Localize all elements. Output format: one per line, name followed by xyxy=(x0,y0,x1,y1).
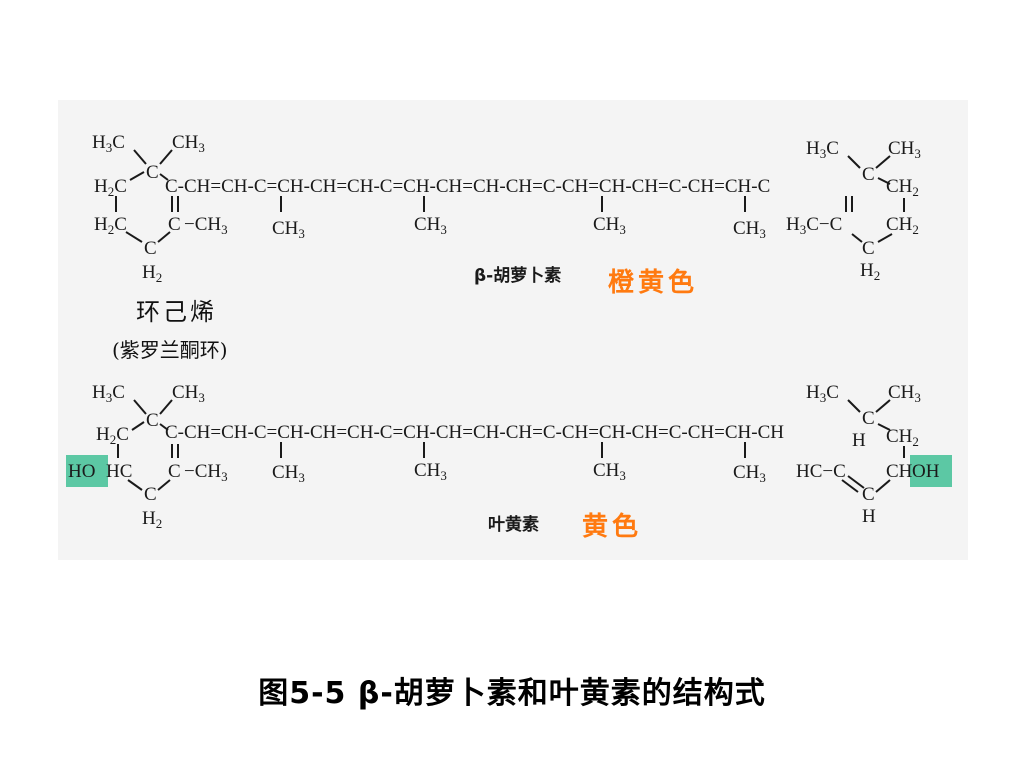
svg-text:C: C xyxy=(146,410,159,431)
svg-text:H3C: H3C xyxy=(92,132,125,155)
svg-text:CH2: CH2 xyxy=(886,214,919,237)
svg-text:H: H xyxy=(862,506,876,527)
hydroxyl-left: HO xyxy=(68,461,95,482)
svg-text:CH: CH xyxy=(886,461,913,482)
svg-text:CH3: CH3 xyxy=(888,382,921,405)
svg-text:C-CH=CH-C=CH-CH=CH-C=CH-CH=CH-: C-CH=CH-C=CH-CH=CH-C=CH-CH=CH-CH=C-CH=CH… xyxy=(165,176,770,197)
svg-text:C: C xyxy=(168,214,181,235)
hydroxyl-right: OH xyxy=(912,461,940,482)
svg-text:CH3: CH3 xyxy=(172,382,205,405)
svg-text:CH3: CH3 xyxy=(593,460,626,483)
svg-text:C: C xyxy=(144,238,157,259)
svg-text:CH3: CH3 xyxy=(414,460,447,483)
svg-text:H3C: H3C xyxy=(806,138,839,161)
svg-text:HC−C: HC−C xyxy=(796,461,846,482)
svg-text:H: H xyxy=(852,430,866,451)
lutein-name: 叶黄素 xyxy=(488,514,539,535)
svg-text:CH2: CH2 xyxy=(886,176,919,199)
svg-text:C: C xyxy=(862,408,875,429)
svg-text:CH3: CH3 xyxy=(172,132,205,155)
svg-text:C: C xyxy=(146,162,159,183)
svg-text:HC: HC xyxy=(106,461,132,482)
svg-text:C: C xyxy=(862,238,875,259)
svg-text:H3C−C: H3C−C xyxy=(786,214,842,237)
svg-text:C: C xyxy=(144,484,157,505)
svg-text:H3C: H3C xyxy=(92,382,125,405)
svg-text:C: C xyxy=(862,484,875,505)
svg-text:CH3: CH3 xyxy=(272,462,305,485)
svg-text:H2: H2 xyxy=(142,262,162,285)
hydroxyl-highlight-right xyxy=(910,455,952,487)
ring-alias-label: (紫罗兰酮环) xyxy=(112,338,228,362)
svg-text:−CH3: −CH3 xyxy=(184,461,228,484)
svg-text:H2C: H2C xyxy=(96,424,129,447)
beta-carotene-structure: H3C CH3 C H2C H2C C −CH3 C H2 C-CH=CH-C=… xyxy=(92,132,921,286)
beta-carotene-color-label: 橙黄色 xyxy=(608,268,699,298)
svg-text:−CH3: −CH3 xyxy=(184,214,228,237)
svg-text:CH3: CH3 xyxy=(272,218,305,241)
svg-text:H3C: H3C xyxy=(806,382,839,405)
ring-name-label: 环己烯 xyxy=(136,298,217,326)
svg-text:H2: H2 xyxy=(142,508,162,531)
svg-text:CH3: CH3 xyxy=(733,218,766,241)
hydroxyl-highlight-left xyxy=(66,455,108,487)
svg-text:CH3: CH3 xyxy=(593,214,626,237)
svg-text:H2: H2 xyxy=(860,260,880,283)
structure-panel xyxy=(58,100,968,560)
lutein-structure: H3C CH3 C H2C HO HC C −CH3 C H2 C-CH=CH-… xyxy=(66,382,952,535)
svg-text:C-CH=CH-C=CH-CH=CH-C=CH-CH=CH-: C-CH=CH-C=CH-CH=CH-C=CH-CH=CH-CH=C-CH=CH… xyxy=(165,422,784,443)
figure-caption: 图5-5 β-胡萝卜素和叶黄素的结构式 xyxy=(258,676,766,711)
svg-text:CH3: CH3 xyxy=(414,214,447,237)
lutein-color-label: 黄色 xyxy=(582,512,643,542)
svg-text:C: C xyxy=(168,461,181,482)
svg-text:CH3: CH3 xyxy=(733,462,766,485)
svg-text:C: C xyxy=(862,164,875,185)
svg-text:CH3: CH3 xyxy=(888,138,921,161)
svg-text:H2C: H2C xyxy=(94,214,127,237)
svg-text:CH2: CH2 xyxy=(886,426,919,449)
svg-text:H2C: H2C xyxy=(94,176,127,199)
beta-carotene-name: β-胡萝卜素 xyxy=(474,265,561,286)
